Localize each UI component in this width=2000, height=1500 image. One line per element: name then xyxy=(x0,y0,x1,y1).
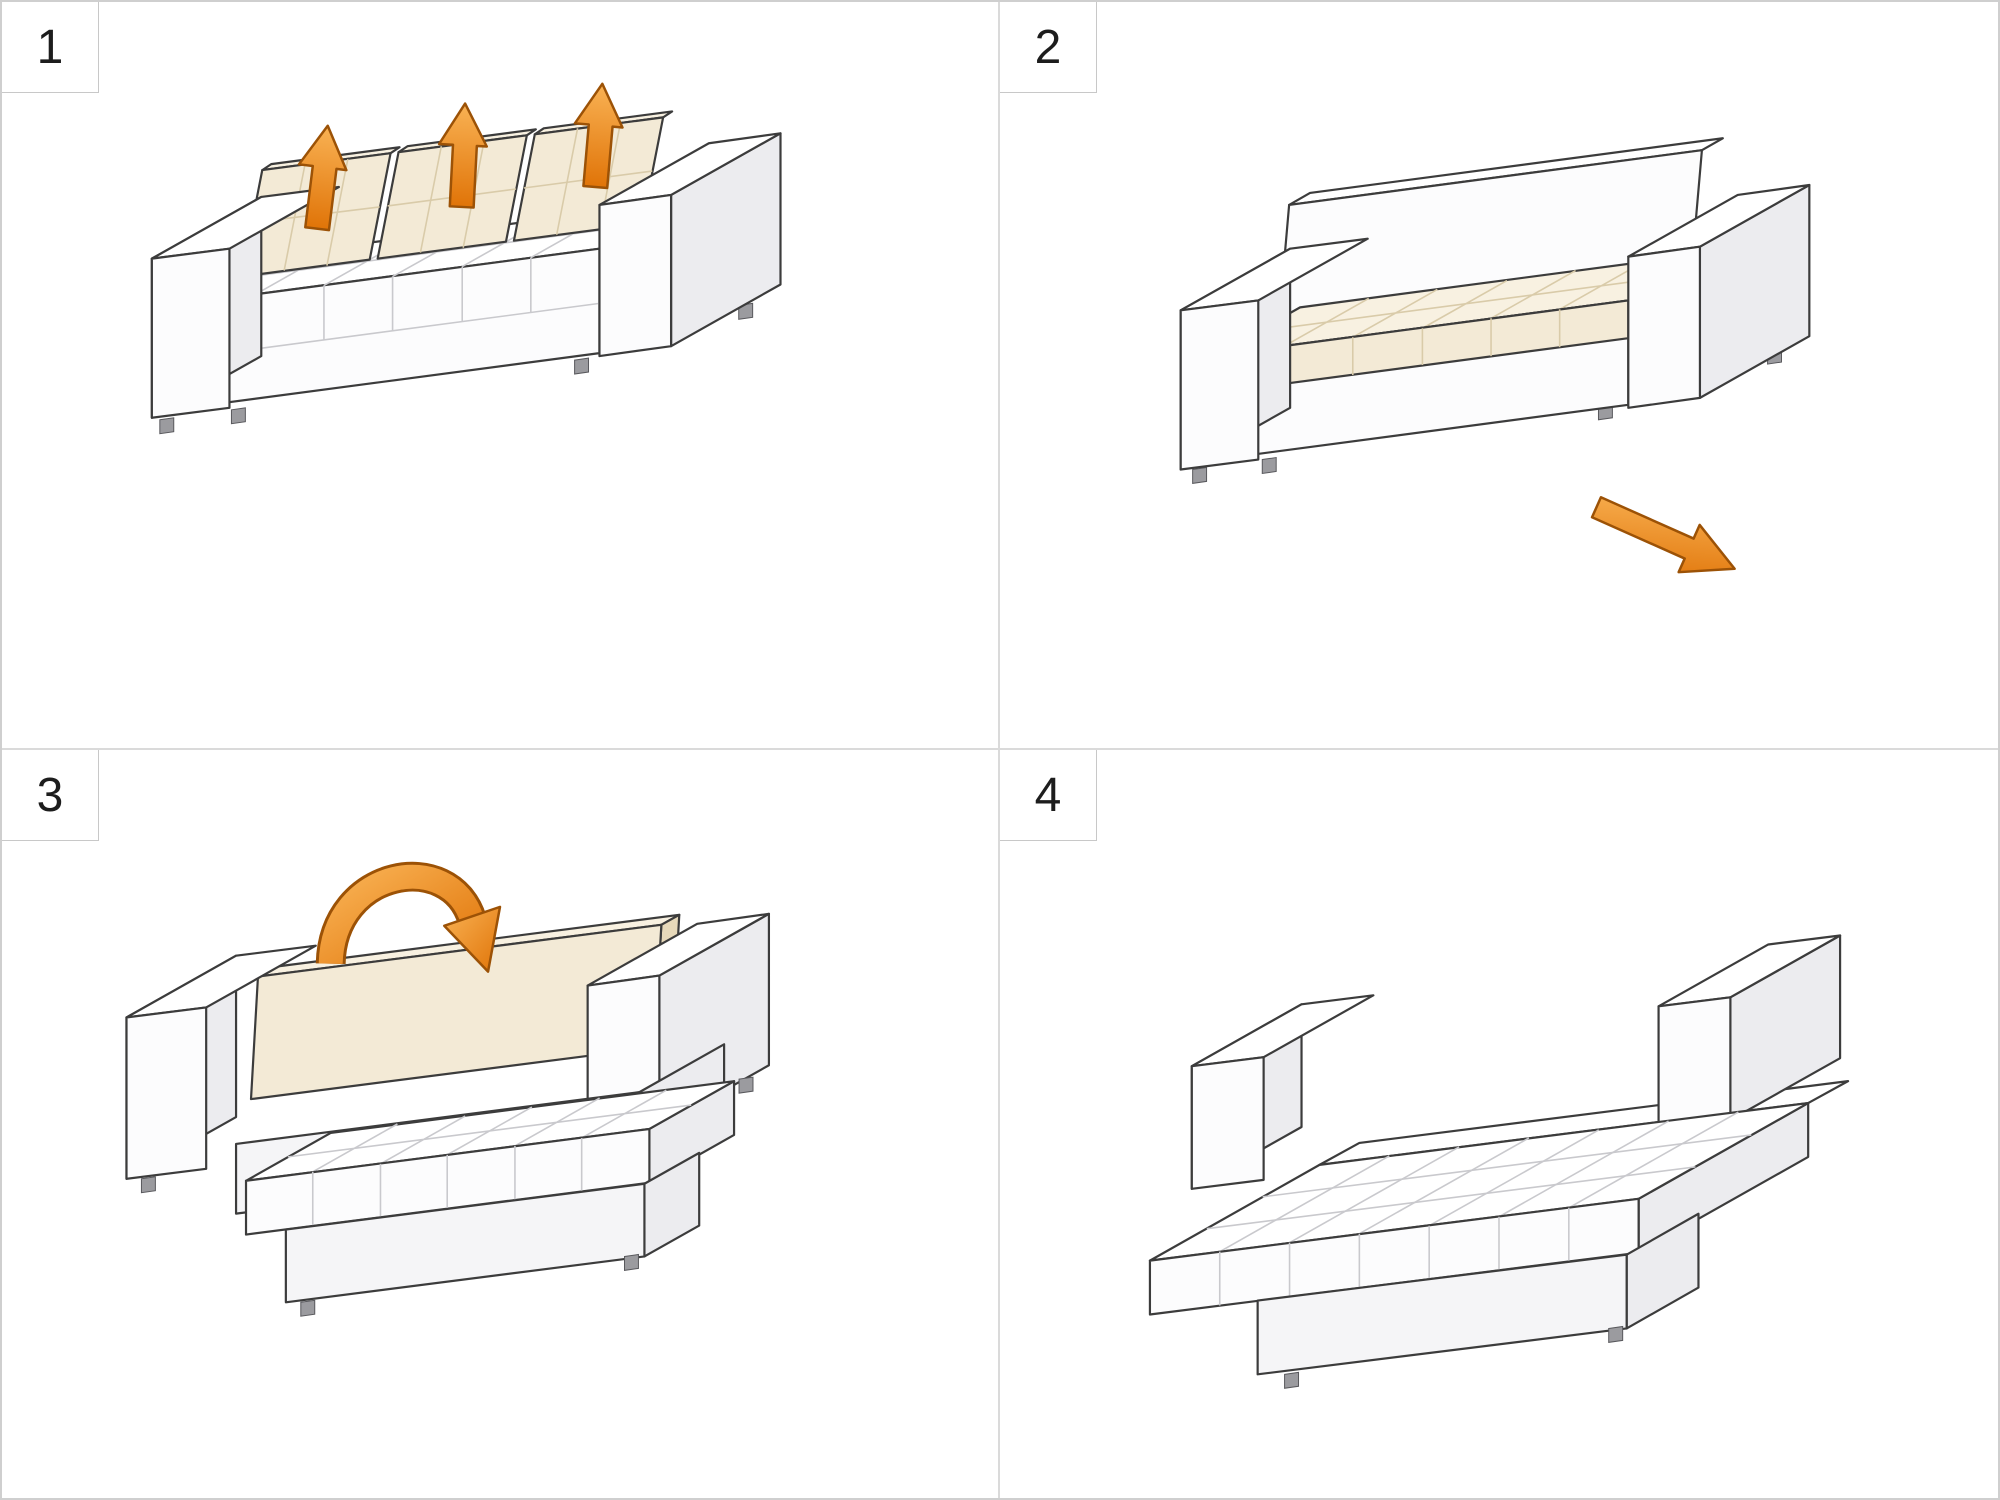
step-number-3: 3 xyxy=(2,750,99,841)
right-armrest xyxy=(598,132,782,358)
right-armrest xyxy=(1627,183,1811,409)
sofa-seat-extended xyxy=(125,861,771,1317)
up-arrow-icon xyxy=(437,102,489,209)
step-panel-4: 4 xyxy=(1000,750,1998,1498)
illustration-step-4 xyxy=(1148,934,1850,1389)
pull-out-arrow-icon xyxy=(1590,496,1736,574)
left-armrest xyxy=(1190,994,1375,1190)
mattress xyxy=(1148,1101,1810,1316)
sofa-with-back-cushions xyxy=(150,82,782,435)
step-number-2: 2 xyxy=(1000,2,1097,93)
left-armrest xyxy=(125,944,754,1194)
base-frame xyxy=(1256,1212,1700,1389)
flip-over-arrow-icon xyxy=(315,861,502,973)
up-arrow-icon xyxy=(297,124,348,232)
seat-assembly xyxy=(244,1080,736,1317)
right-armrest xyxy=(1657,934,1842,1131)
illustration-step-2 xyxy=(1179,137,1811,574)
step-panel-3: 3 xyxy=(2,750,1000,1498)
step-number-1: 1 xyxy=(2,2,99,93)
step-panel-1: 1 xyxy=(2,2,1000,750)
up-arrow-icon xyxy=(573,82,624,190)
illustration-step-3 xyxy=(125,861,771,1317)
step-number-4: 4 xyxy=(1000,750,1097,841)
left-armrest xyxy=(150,185,340,419)
left-armrest xyxy=(1179,237,1369,471)
sofa-cushions-removed xyxy=(1179,137,1811,574)
step-panel-2: 2 xyxy=(1000,2,1998,750)
illustration-step-1 xyxy=(150,82,782,435)
sofa-bed-flat xyxy=(1148,934,1850,1389)
